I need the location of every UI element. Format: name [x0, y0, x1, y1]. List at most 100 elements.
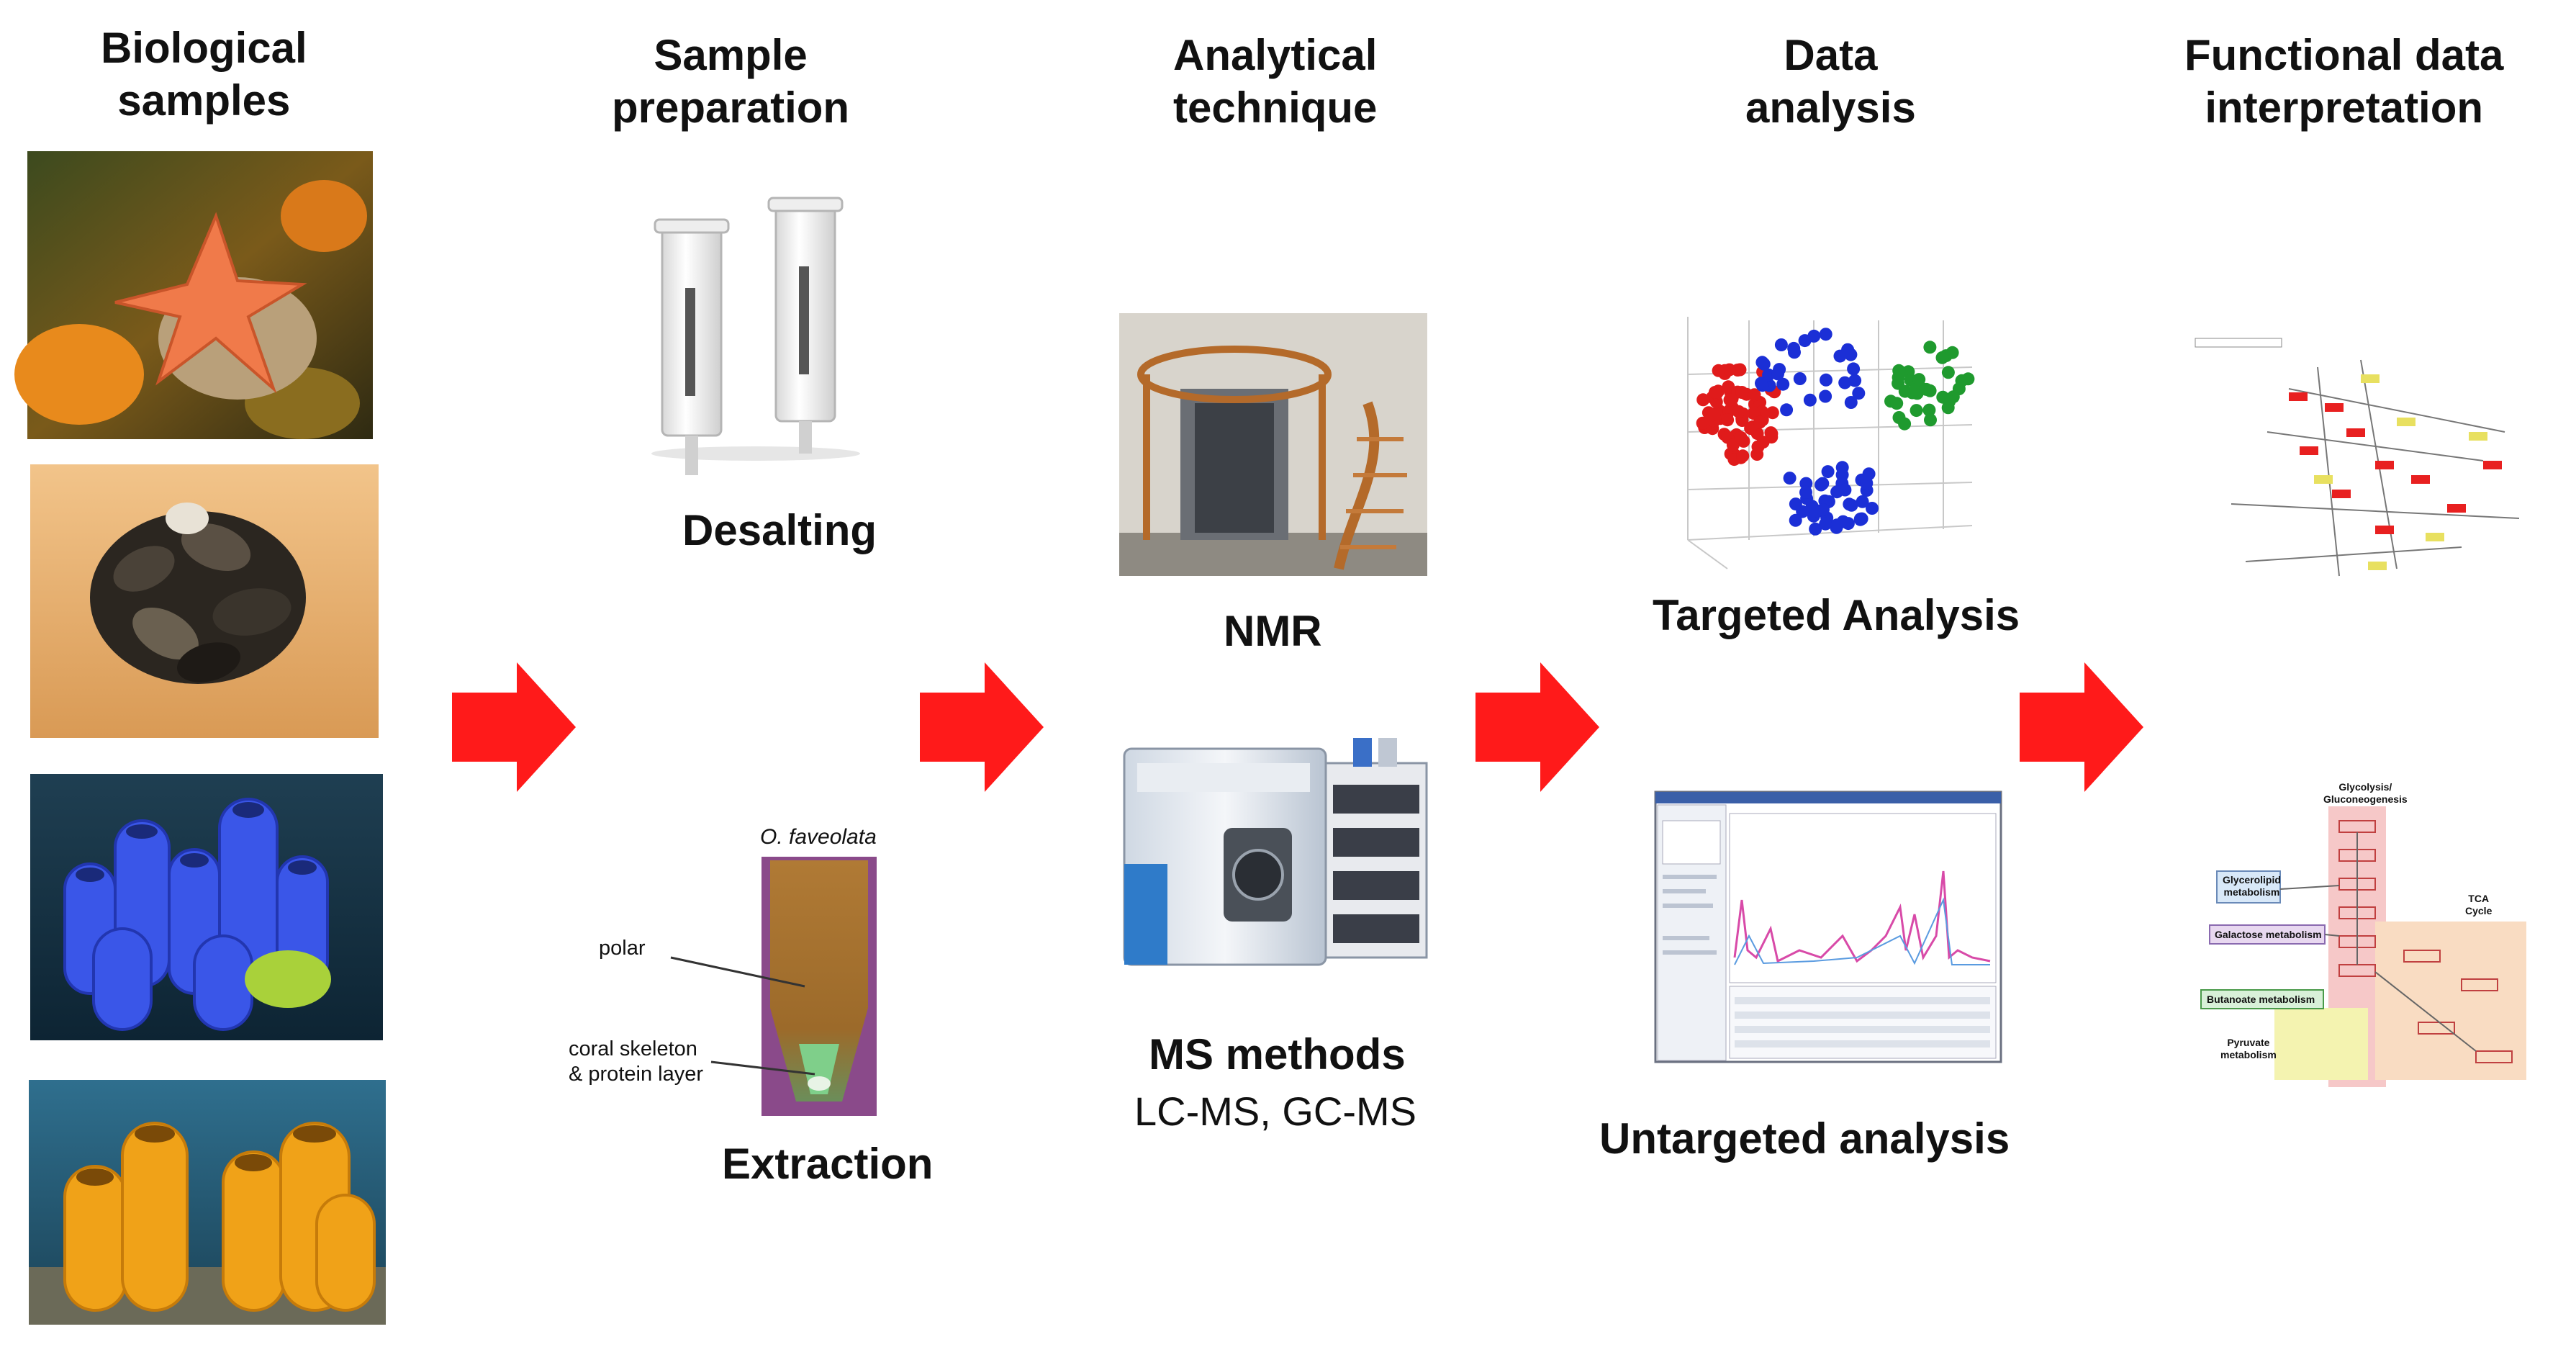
pca-point	[1909, 383, 1922, 396]
stage-heading-line: interpretation	[2205, 84, 2484, 132]
untargeted-analysis-label: Untargeted analysis	[1599, 1114, 2010, 1163]
flow-arrow-2	[920, 662, 1044, 792]
glycolysis-label-line: Gluconeogenesis	[2323, 793, 2408, 806]
pca-point	[1723, 393, 1737, 407]
galactose-label: Galactose metabolism	[2215, 929, 2322, 940]
pca-point	[1952, 382, 1966, 395]
pca-point	[1923, 384, 1937, 397]
spe-cartridge-image	[651, 197, 860, 475]
glycerolipid-label-line: Glycerolipid	[2223, 874, 2281, 886]
glycerolipid-label-line: metabolism	[2223, 886, 2280, 898]
pca-point	[1935, 351, 1949, 364]
pca-point	[1766, 406, 1779, 420]
pca-point	[1847, 362, 1861, 376]
pca-point	[1945, 346, 1959, 359]
pca-point	[1856, 495, 1869, 508]
stage-heading-line: Data	[1784, 31, 1878, 79]
pca-point	[1721, 413, 1735, 427]
pca-point	[1820, 373, 1832, 387]
starfish-photo	[14, 151, 373, 439]
pca-point	[1923, 341, 1937, 354]
pca-point	[1866, 502, 1879, 515]
pca-point	[1756, 436, 1770, 449]
pca-point	[1780, 403, 1794, 417]
stage-heading-line: preparation	[612, 84, 850, 132]
pca-point	[1898, 384, 1912, 398]
pca-point	[1755, 377, 1768, 390]
stage-heading-prep: Sample preparation	[612, 29, 849, 134]
pca-point	[1696, 393, 1710, 407]
pca-point	[1912, 373, 1926, 387]
pca-point	[1771, 367, 1784, 381]
pca-point	[1774, 338, 1788, 351]
skeleton-label-line: & protein layer	[569, 1063, 703, 1086]
targeted-analysis-label: Targeted Analysis	[1653, 591, 2020, 639]
flow-arrow-4	[2020, 662, 2143, 792]
pca-point	[1961, 372, 1975, 386]
pca-point	[1830, 485, 1844, 499]
pca-point	[1788, 346, 1801, 359]
skeleton-label: coral skeleton & protein layer	[569, 1037, 703, 1088]
pca-point	[1841, 517, 1855, 531]
pca-point	[1841, 343, 1855, 356]
species-label: O. faveolata	[760, 825, 877, 849]
butanoate-label: Butanoate metabolism	[2207, 994, 2315, 1005]
extraction-label: Extraction	[722, 1140, 934, 1188]
pca-point	[1853, 513, 1867, 526]
pca-point	[1708, 386, 1722, 399]
tca-label-line: TCA	[2468, 893, 2490, 904]
pca-point	[1776, 377, 1790, 391]
pca-point	[1892, 364, 1906, 377]
pyruvate-label: Pyruvate metabolism	[2220, 1037, 2277, 1061]
pca-point	[1732, 405, 1745, 418]
pca-point	[1852, 387, 1866, 400]
ms-methods-label: MS methods	[1149, 1030, 1406, 1078]
stage-heading-biological: Biological samples	[101, 22, 307, 127]
pca-point	[1706, 408, 1719, 422]
pca-point	[1845, 498, 1858, 512]
pca-point	[1712, 364, 1725, 377]
desalting-label: Desalting	[682, 506, 877, 554]
pathway-network-map	[2195, 338, 2555, 594]
stage-heading-data: Data analysis	[1745, 29, 1916, 134]
stage-heading-line: Sample	[654, 31, 808, 79]
nmr-label: NMR	[1224, 607, 1322, 655]
extraction-vial-image	[670, 857, 877, 1116]
stage-heading-line: Functional data	[2184, 31, 2504, 79]
pca-point	[1924, 413, 1937, 427]
pca-point	[1941, 366, 1955, 379]
pyruvate-label-line: Pyruvate	[2227, 1037, 2270, 1048]
tca-label: TCA Cycle	[2465, 893, 2492, 917]
pca-point	[1890, 397, 1904, 410]
pca-point	[1910, 404, 1923, 418]
stage-heading-line: analysis	[1745, 84, 1916, 132]
tca-label-line: Cycle	[2465, 905, 2493, 917]
glycerolipid-label: Glycerolipid metabolism	[2223, 874, 2281, 898]
polar-label: polar	[599, 937, 646, 960]
tunicate-photo	[30, 774, 383, 1040]
pca-point	[1783, 472, 1797, 485]
ms-instruments-photo	[1123, 738, 1428, 966]
flow-arrow-1	[452, 662, 576, 792]
stage-heading-line: Biological	[101, 24, 307, 72]
stage-heading-line: technique	[1173, 84, 1378, 132]
pyruvate-label-line: metabolism	[2220, 1049, 2277, 1061]
pca-scatter-plot	[1655, 295, 1994, 569]
glycolysis-label-line: Glycolysis/	[2338, 781, 2392, 793]
pca-point	[1922, 403, 1936, 417]
stage-heading-line: samples	[117, 76, 291, 125]
pca-point	[1830, 518, 1843, 532]
pca-point	[1898, 417, 1912, 431]
pca-point	[1819, 389, 1832, 403]
stage-heading-analytical: Analytical technique	[1173, 29, 1377, 134]
pca-point	[1838, 376, 1852, 389]
pca-point	[1819, 517, 1832, 531]
skeleton-label-line: coral skeleton	[569, 1037, 697, 1060]
pca-point	[1799, 485, 1812, 499]
pca-point	[1722, 363, 1736, 377]
pca-point	[1789, 497, 1802, 511]
pca-point	[1696, 416, 1709, 430]
pca-point	[1817, 503, 1830, 516]
flow-arrow-3	[1475, 662, 1599, 792]
